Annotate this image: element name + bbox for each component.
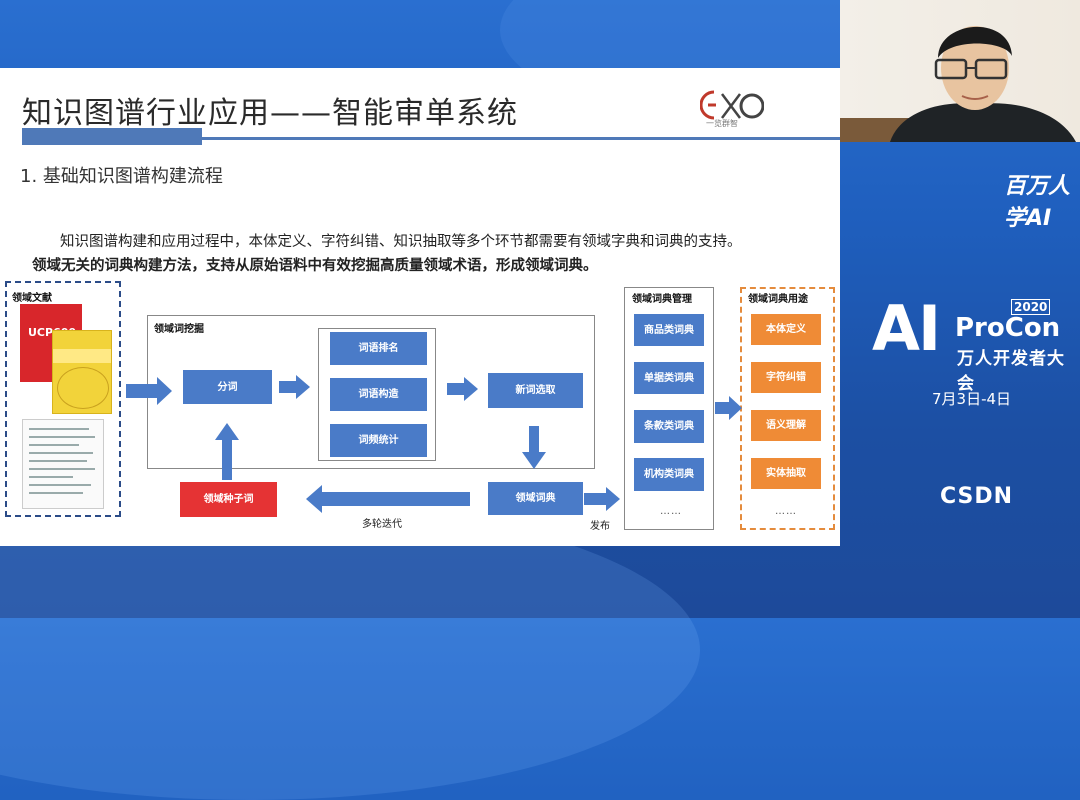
doc-line [29, 444, 79, 446]
event-name: ProCon [955, 313, 1061, 343]
up-arrow-icon [215, 423, 239, 480]
title-underline [202, 137, 840, 140]
domain-dictionary-box: 领域词典 [488, 482, 583, 515]
usage-item: 本体定义 [751, 314, 821, 345]
seed-words-box: 领域种子词 [180, 482, 277, 517]
dictionary-item: 条款类词典 [634, 410, 704, 443]
left-arrow-icon [306, 485, 470, 513]
arrows-layer [126, 375, 742, 513]
usage-ellipsis: …… [775, 506, 797, 517]
event-ai-logo: AI [872, 292, 941, 365]
doc-line [29, 436, 95, 438]
event-year: 2020 [1011, 299, 1051, 315]
dictionary-item: 商品类词典 [634, 314, 704, 346]
doc-line [29, 476, 73, 478]
company-logo-text: 一览群智 [706, 119, 738, 128]
dictionary-management-label: 领域词典管理 [632, 294, 692, 305]
word-ranking-box: 词语排名 [330, 332, 427, 365]
dictionary-management-frame [624, 287, 714, 530]
event-subtitle: 万人开发者大会 [957, 349, 1065, 394]
publish-label: 发布 [590, 521, 610, 532]
doc-line [29, 468, 95, 470]
document-image [22, 419, 104, 509]
title-accent-bar [22, 128, 202, 145]
doc-line [29, 492, 83, 494]
segmentation-box: 分词 [183, 370, 272, 404]
slide-title: 知识图谱行业应用——智能审单系统 [22, 96, 518, 131]
doc-line [29, 428, 89, 430]
paragraph-line-2: 领域无关的词典构建方法，支持从原始语料中有效挖掘高质量领域术语，形成领域词典。 [32, 258, 598, 274]
event-date: 7月3日-4日 [932, 390, 1012, 408]
usage-item: 实体抽取 [751, 458, 821, 489]
dictionary-item: 单据类词典 [634, 362, 704, 394]
down-arrow-icon [522, 426, 546, 469]
dictionary-item: 机构类词典 [634, 458, 704, 491]
slide-subtitle: 1. 基础知识图谱构建流程 [20, 166, 223, 187]
right-arrow-icon [447, 377, 478, 401]
book-globe [57, 367, 109, 409]
mining-label: 领域词挖掘 [154, 324, 204, 335]
dictionary-usage-label: 领域词典用途 [748, 294, 808, 305]
word-frequency-box: 词频统计 [330, 424, 427, 457]
company-logo-icon [700, 90, 764, 120]
event-small-logo: 百万人学AI [1004, 174, 1071, 231]
new-word-selection-box: 新词选取 [488, 373, 583, 408]
word-construction-box: 词语构造 [330, 378, 427, 411]
right-arrow-icon [126, 377, 172, 405]
dictionary-ellipsis: …… [660, 506, 682, 517]
iterate-label: 多轮迭代 [362, 519, 402, 530]
doc-line [29, 460, 87, 462]
csdn-logo: CSDN [940, 484, 1014, 509]
right-arrow-icon [715, 396, 742, 420]
book-band [53, 349, 111, 363]
speaker-video-image [840, 26, 1076, 142]
literature-label: 领域文献 [12, 293, 52, 304]
paragraph-line-1: 知识图谱构建和应用过程中，本体定义、字符纠错、知识抽取等多个环节都需要有领域字典… [60, 234, 742, 250]
right-arrow-icon [584, 487, 620, 511]
slide-paragraph: 知识图谱构建和应用过程中，本体定义、字符纠错、知识抽取等多个环节都需要有领域字典… [32, 230, 822, 278]
usage-item: 语义理解 [751, 410, 821, 441]
webcam-feed [840, 0, 1080, 142]
usage-item: 字符纠错 [751, 362, 821, 393]
right-arrow-icon [279, 375, 310, 399]
doc-line [29, 484, 91, 486]
presentation-slide: 知识图谱行业应用——智能审单系统 一览群智 1. 基础知识图谱构建流程 知识图谱… [0, 68, 840, 546]
literature-panel [5, 281, 121, 517]
yellow-book-image [52, 330, 112, 414]
doc-line [29, 452, 93, 454]
inner-process-frame [318, 328, 436, 461]
